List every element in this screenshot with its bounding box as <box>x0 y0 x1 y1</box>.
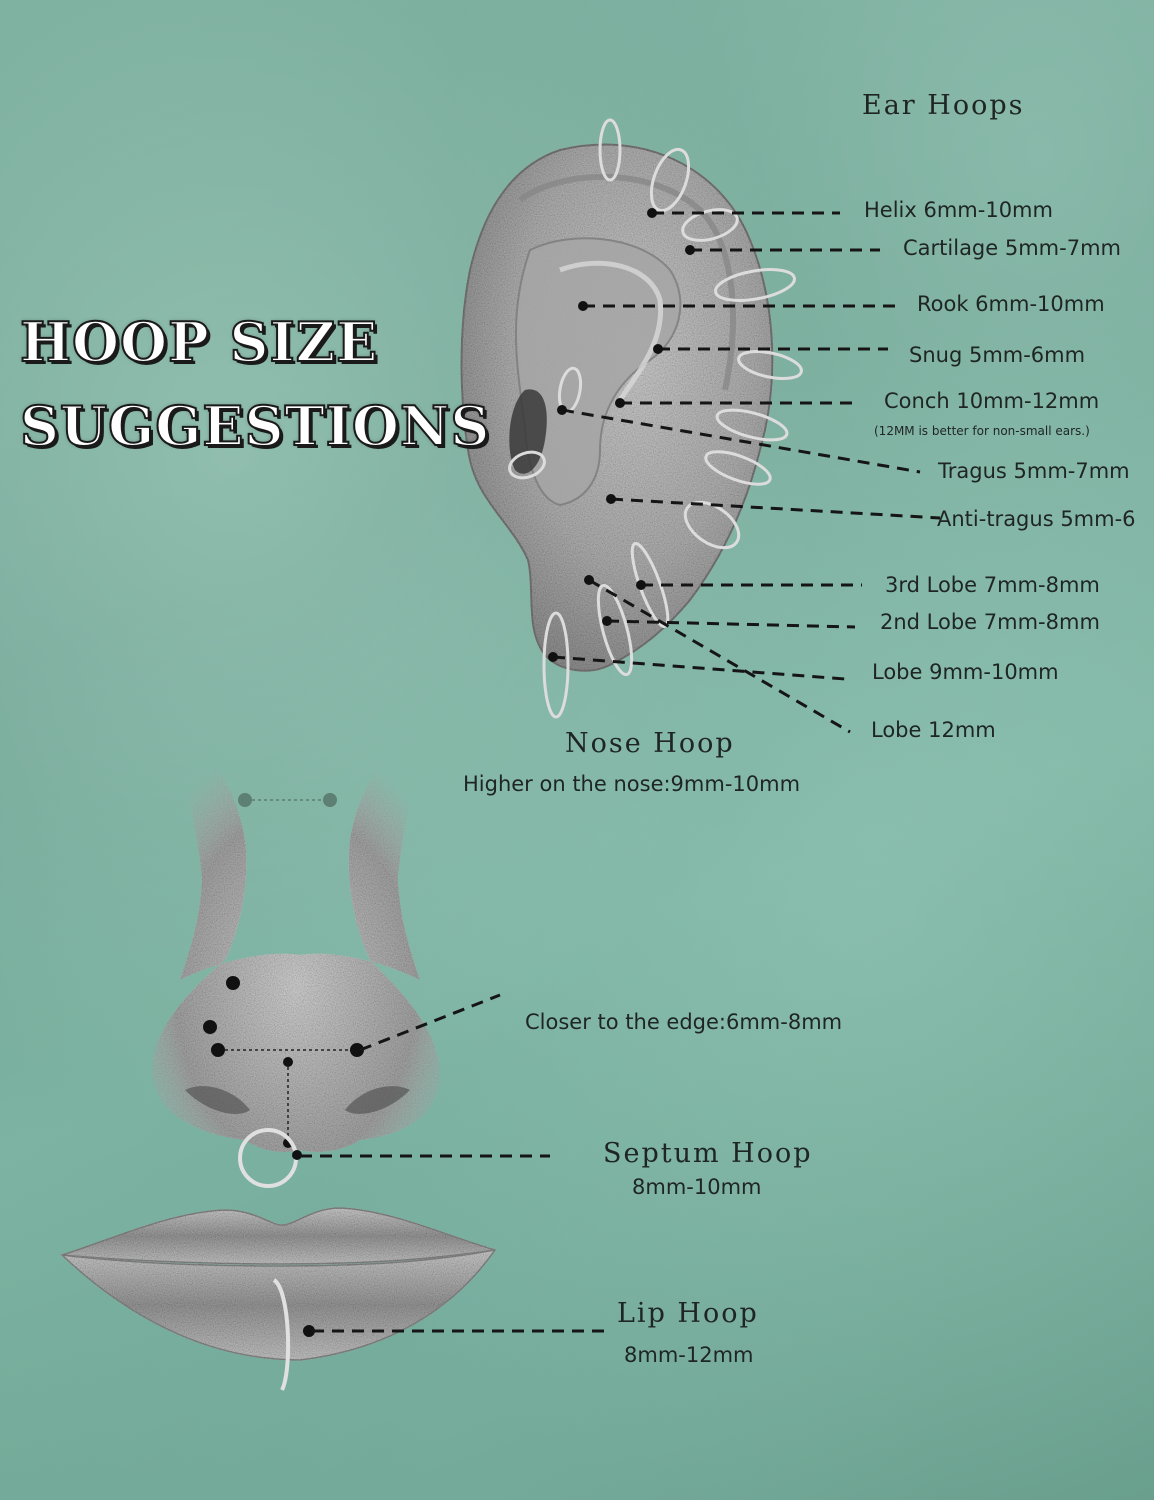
rook-dot <box>578 301 588 311</box>
ear-leaders <box>552 211 941 734</box>
nose-drawing <box>151 739 440 1188</box>
rim-hoop <box>683 500 741 550</box>
bridge-dot-left <box>238 793 252 807</box>
nostril-left <box>185 1086 250 1114</box>
antitragus-hoop <box>508 450 546 480</box>
nose-bridge-marker <box>238 793 337 807</box>
ear-hoops <box>508 118 803 719</box>
edge-leader <box>359 993 501 1052</box>
nose-hoop-heading: Nose Hoop <box>565 728 735 759</box>
lip-size: 8mm-12mm <box>624 1343 754 1367</box>
septum-hoop-heading: Septum Hoop <box>603 1138 813 1169</box>
conch-note: (12MM is better for non-small ears.) <box>874 424 1090 438</box>
label-2nd-lobe: 2nd Lobe 7mm-8mm <box>880 610 1100 634</box>
label-anti-tragus: Anti-tragus 5mm-6 <box>937 507 1136 531</box>
second-lobe-dot <box>602 616 612 626</box>
label-lobe: Lobe 9mm-10mm <box>872 660 1059 684</box>
ear-dots <box>548 208 695 662</box>
ear-antihelix <box>559 260 664 402</box>
label-3rd-lobe: 3rd Lobe 7mm-8mm <box>885 573 1100 597</box>
nose-dot-lower <box>211 1043 225 1057</box>
title-line-1: HOOP SIZE <box>19 309 379 375</box>
nose-dot-upper <box>226 976 240 990</box>
nostril-right <box>345 1086 410 1114</box>
lip-hoop <box>272 1278 291 1391</box>
helix-hoop-3 <box>714 268 796 302</box>
upper-lip <box>61 1207 496 1265</box>
label-lobe-12: Lobe 12mm <box>871 718 996 742</box>
lower-lip <box>59 1248 497 1361</box>
bridge-dot-right <box>323 793 337 807</box>
label-cartilage: Cartilage 5mm-7mm <box>903 236 1121 260</box>
lobe-12-dot <box>584 575 594 585</box>
nose-dot-right <box>350 1043 364 1057</box>
nose-edge-label: Closer to the edge:6mm-8mm <box>525 1010 843 1034</box>
nose-dot-center <box>283 1057 293 1067</box>
lip-dot <box>303 1325 315 1337</box>
lobe-hoop-1 <box>542 611 570 719</box>
conch-hoop-b <box>704 450 772 486</box>
nose-dot-middle <box>203 1020 217 1034</box>
cartilage-hoop <box>681 208 739 242</box>
lobe-hoop-2 <box>596 583 634 677</box>
ear-hoops-heading: Ear Hoops <box>862 90 1025 121</box>
helix-hoop <box>598 118 622 182</box>
antitragus-leader <box>610 497 941 520</box>
label-snug: Snug 5mm-6mm <box>909 343 1086 367</box>
septum-size: 8mm-10mm <box>632 1175 762 1199</box>
ear-drawing <box>460 143 774 672</box>
helix-dot <box>647 208 657 218</box>
ear-helix-fold <box>518 173 736 391</box>
nose-guides <box>225 1049 350 1138</box>
third-lobe-dot <box>636 580 646 590</box>
lobe-leader <box>552 655 846 681</box>
helix-hoop-2 <box>649 147 691 213</box>
tragus-leader <box>561 408 921 474</box>
ear-outline <box>460 143 774 672</box>
lobe-dot <box>548 652 558 662</box>
nose-dots <box>203 976 364 1148</box>
label-conch: Conch 10mm-12mm <box>884 389 1100 413</box>
label-rook: Rook 6mm-10mm <box>917 292 1105 316</box>
second-lobe-leader <box>606 619 856 629</box>
antitragus-dot <box>606 494 616 504</box>
snug-hoop <box>737 350 803 380</box>
nose-higher-label: Higher on the nose:9mm-10mm <box>463 772 801 796</box>
cartilage-dot <box>685 245 695 255</box>
tragus-dot <box>557 405 567 415</box>
conch-dot <box>615 398 625 408</box>
lips-drawing <box>59 1207 497 1391</box>
septum-hoop-end <box>292 1150 302 1160</box>
snug-dot <box>653 344 663 354</box>
lobe-12-leader <box>588 578 851 734</box>
lip-hoop-heading: Lip Hoop <box>617 1298 759 1329</box>
label-helix: Helix 6mm-10mm <box>864 198 1053 222</box>
page-title: HOOP SIZE SUGGESTIONS <box>19 300 491 468</box>
title-line-2: SUGGESTIONS <box>19 393 491 459</box>
conch-hoop-a <box>715 408 789 442</box>
label-tragus: Tragus 5mm-7mm <box>938 459 1130 483</box>
